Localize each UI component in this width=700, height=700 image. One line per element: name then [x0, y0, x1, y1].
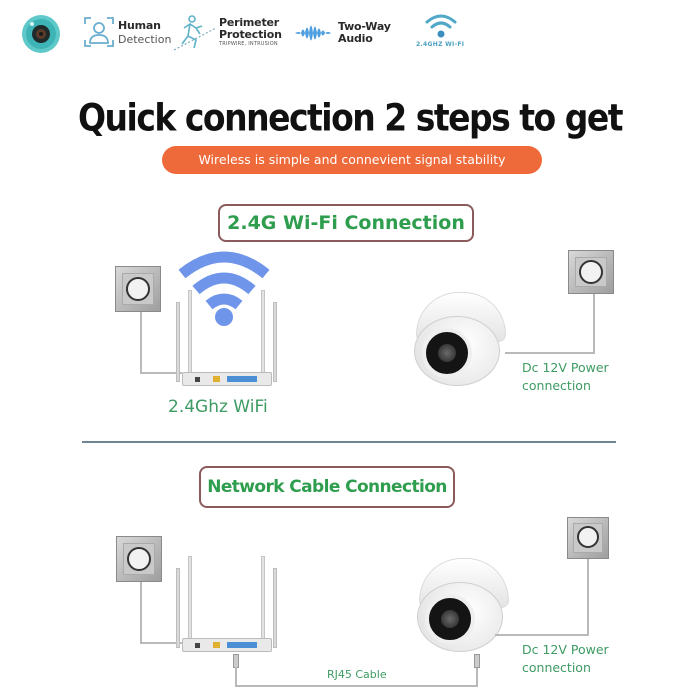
- power-cable: [140, 372, 182, 374]
- rj45-plug: [474, 654, 480, 668]
- wifi-router: [168, 280, 288, 388]
- power-cable: [140, 312, 142, 374]
- rj45-cable: [235, 685, 478, 687]
- wall-socket: [116, 536, 162, 582]
- router-label: 2.4Ghz WiFi: [168, 397, 268, 417]
- wifi-router: [168, 546, 288, 654]
- feature-two-way-audio: Two-Way Audio: [338, 20, 391, 46]
- feature-wifi-label: 2.4GHZ WI-FI: [416, 41, 465, 48]
- wall-socket: [567, 517, 609, 559]
- dome-camera: [412, 292, 508, 388]
- camera-lens-icon: [22, 15, 60, 53]
- page-title: Quick connection 2 steps to get: [78, 95, 623, 140]
- dome-camera: [415, 558, 511, 654]
- power-cable: [593, 293, 595, 354]
- feature-human-detection: Human Detection: [118, 19, 172, 47]
- wall-socket: [568, 250, 614, 294]
- section-title-network-cable: Network Cable Connection: [199, 466, 455, 508]
- wifi-signal-icon: [178, 251, 270, 326]
- power-cable: [495, 634, 589, 636]
- power-cable: [140, 582, 142, 644]
- rj45-plug: [233, 654, 239, 668]
- wall-socket: [115, 266, 161, 312]
- rj45-cable: [476, 664, 478, 687]
- section-divider: [82, 441, 616, 443]
- power-cable: [505, 352, 595, 354]
- power-label: Dc 12V Power connection: [522, 360, 609, 393]
- wifi-icon: [425, 14, 457, 38]
- running-person-tripwire-icon: [173, 15, 217, 51]
- feature-perimeter-protection: Perimeter Protection TRIPWIRE, INTRUSION: [219, 16, 282, 48]
- tagline-banner: Wireless is simple and connevient signal…: [162, 146, 542, 174]
- power-label: Dc 12V Power connection: [522, 642, 609, 675]
- person-frame-icon: [84, 17, 114, 47]
- power-cable: [140, 642, 182, 644]
- cable-label: RJ45 Cable: [327, 668, 387, 681]
- power-cable: [587, 558, 589, 636]
- feature-strip: Human Detection Perimeter Protection TRI…: [0, 0, 700, 70]
- audio-wave-icon: [295, 25, 331, 41]
- section-title-wifi: 2.4G Wi-Fi Connection: [218, 204, 474, 242]
- rj45-cable: [235, 667, 237, 687]
